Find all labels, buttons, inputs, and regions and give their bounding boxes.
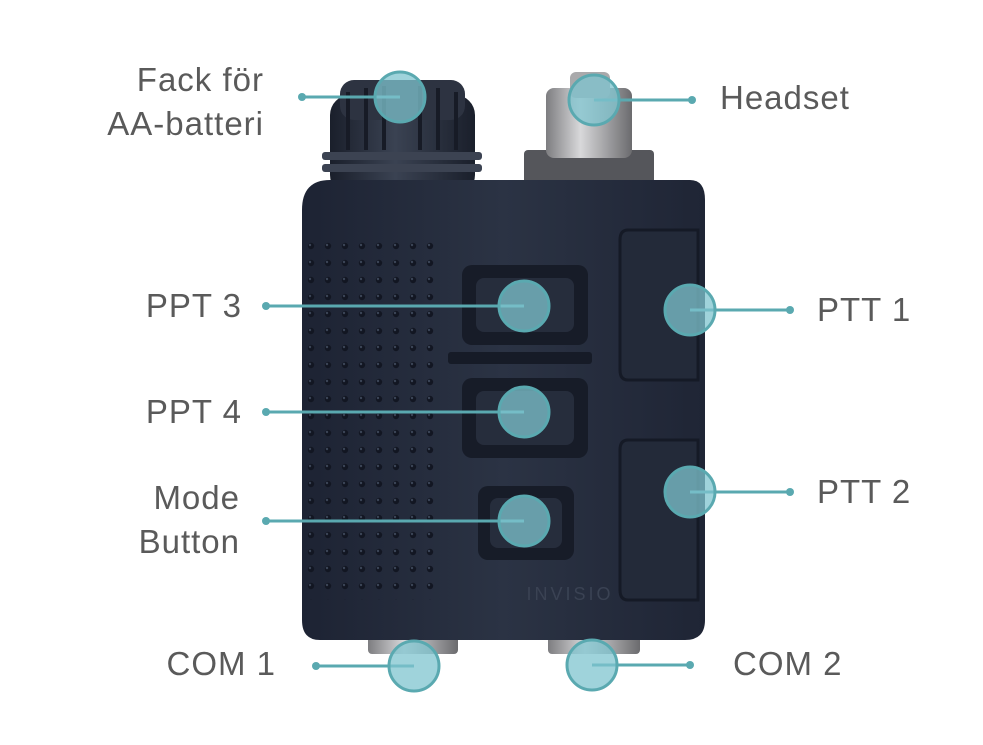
leader-endpoints <box>262 93 794 670</box>
mode-button-label: Mode Button <box>60 476 240 564</box>
battery-marker <box>373 70 427 124</box>
headset-label: Headset <box>720 79 850 116</box>
ptt1-marker <box>663 283 717 337</box>
brand-text: INVISIO <box>526 584 613 604</box>
com2-label: COM 2 <box>733 645 843 682</box>
battery-label-line2: AA-batteri <box>107 105 264 142</box>
battery-label-line1: Fack för <box>136 61 264 98</box>
mode-button-label-line1: Mode <box>153 479 240 516</box>
ppt4-marker <box>497 385 551 439</box>
ptt1-label: PTT 1 <box>817 291 912 328</box>
ptt2-label: PTT 2 <box>817 473 912 510</box>
com1-label: COM 1 <box>166 645 276 682</box>
mode-button-marker <box>497 494 551 548</box>
com2-marker <box>565 638 619 692</box>
com1-marker <box>387 639 441 693</box>
mode-button-label-line2: Button <box>138 523 240 560</box>
ppt3-label: PPT 3 <box>145 287 242 324</box>
headset-marker <box>567 73 621 127</box>
ppt4-label: PPT 4 <box>145 393 242 430</box>
ptt2-marker <box>663 465 717 519</box>
ppt3-marker <box>497 279 551 333</box>
battery-label: Fack för AA-batteri <box>60 58 264 146</box>
